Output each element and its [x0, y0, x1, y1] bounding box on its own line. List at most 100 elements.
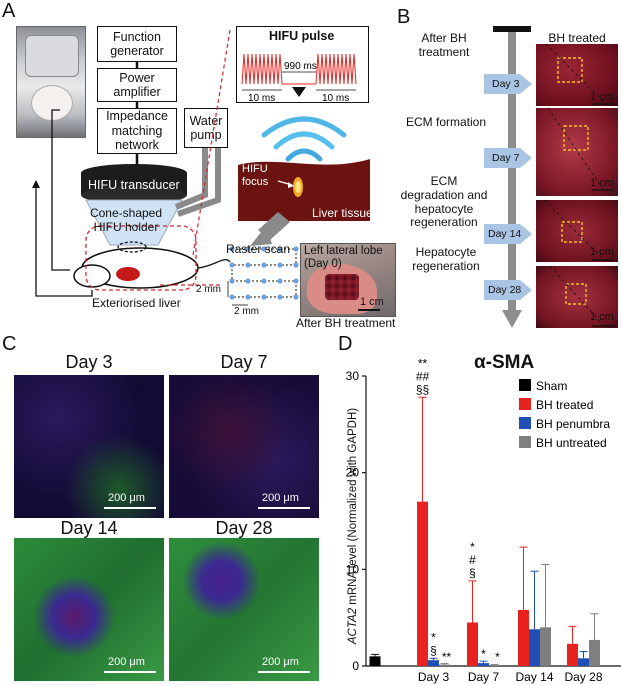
b-scale-day14: 1 cm [590, 246, 614, 258]
y-tick-label: 0 [352, 659, 359, 673]
hifu-transducer-label: HIFU transducer [88, 178, 180, 192]
x-tick-label: Day 28 [564, 670, 602, 684]
power-amplifier-box: Power amplifier [97, 68, 177, 102]
b-stage-ecm-degradation: ECM degradation and hepatocyte regenerat… [400, 174, 488, 230]
legend-swatch-3 [519, 436, 531, 448]
sig-day3-untreated: ** [442, 650, 452, 664]
cone-holder-label: Cone-shaped HIFU holder [89, 206, 163, 234]
raster-scan-diagram [227, 246, 299, 306]
b-day-7: Day 7 [492, 152, 520, 164]
b-header-left: After BH treatment [418, 31, 470, 59]
hifu-focus-illustration [238, 116, 370, 221]
b-day-28: Day 28 [488, 284, 522, 296]
setup-photo [16, 26, 86, 138]
chart-title: α-SMA [474, 352, 535, 373]
bar-bh-untreated-day-7 [489, 665, 500, 666]
b-scale-day28: 1 cm [590, 311, 614, 323]
water-pump-box: Water pump [184, 108, 228, 148]
sig-day3-penumbra-1: * [431, 630, 436, 644]
bar-sham [369, 656, 381, 666]
hifu-pulse-box: HIFU pulse [236, 26, 369, 103]
panel-b-label: B [397, 6, 411, 28]
b-stage-hepatocyte: Hepatocyte regeneration [412, 245, 480, 273]
legend-label-2: BH penumbra [536, 417, 610, 431]
bar-bh-treated-day-14 [518, 609, 529, 666]
bar-bh-untreated-day-3 [439, 664, 450, 666]
legend-swatch-0 [519, 379, 531, 391]
function-generator-box: Function generator [97, 26, 177, 62]
liver-photo-day14 [536, 200, 618, 262]
pulse-waveform: 990 ms 10 ms 10 ms [241, 53, 357, 103]
panel-d-label: D [338, 333, 353, 355]
y-tick-label: 20 [346, 466, 360, 480]
bar-bh-penumbra-day-3 [428, 660, 439, 666]
panel-a-diagram [32, 29, 231, 297]
liver-tissue-label: Liver tissue [312, 206, 373, 220]
micrograph-day7 [169, 375, 319, 518]
hifu-pulse-title: HIFU pulse [269, 29, 335, 43]
b-day-tags [484, 74, 532, 300]
x-tick-label: Day 7 [468, 670, 500, 684]
y-tick-label: 30 [346, 369, 360, 383]
after-bh-label: After BH treatment [296, 316, 396, 330]
b-scale-day7: 1 cm [590, 177, 614, 189]
raster-scan-label: Raster scan [226, 242, 291, 256]
c-scalebar-day14 [104, 671, 156, 673]
bar-bh-treated-day-7 [467, 622, 478, 666]
pulse-width-2: 10 ms [322, 93, 349, 103]
legend-swatch-2 [519, 417, 531, 429]
raster-dim-h: 2 mm [234, 306, 259, 317]
bar-bh-penumbra-day-7 [478, 663, 489, 666]
b-day-3: Day 3 [492, 78, 520, 90]
raster-dim-v: 2 mm [196, 284, 221, 295]
legend-swatch-1 [519, 398, 531, 410]
photo-scale-label: 1 cm [360, 296, 384, 308]
panel-a-label: A [2, 0, 16, 22]
panel-c-label: C [2, 333, 17, 355]
sig-day7-untreated: * [495, 650, 500, 664]
sig-day3-treated-1: ** [418, 356, 428, 370]
sig-day3-penumbra-2: § [430, 643, 437, 657]
bar-bh-treated-day-3 [417, 501, 428, 666]
sig-day7-treated-3: § [469, 566, 476, 580]
bar-bh-penumbra-day-28 [578, 658, 589, 666]
c-scalebar-day28 [258, 671, 310, 673]
c-scale-day7: 200 μm [262, 492, 299, 504]
c-title-day3: Day 3 [65, 352, 113, 372]
y-tick-label: 10 [346, 562, 360, 576]
exteriorised-liver-label: Exteriorised liver [92, 296, 181, 310]
micrograph-day28 [169, 538, 319, 681]
legend-label-0: Sham [536, 379, 567, 393]
sig-day3-treated-3: §§ [416, 382, 429, 396]
bar-bh-penumbra-day-14 [529, 629, 540, 666]
photo-scale-bar [358, 309, 380, 311]
bar-bh-untreated-day-28 [589, 639, 600, 666]
timeline [493, 26, 531, 328]
x-tick-label: Day 3 [418, 670, 450, 684]
c-scale-day3: 200 μm [108, 492, 145, 504]
micrograph-day3 [14, 375, 164, 518]
hifu-focus-label: HIFU focus [242, 163, 269, 188]
micrograph-day14 [14, 538, 164, 681]
after-bh-photo [300, 243, 396, 317]
scan-arrow [250, 212, 290, 246]
bar-bh-untreated-day-14 [540, 627, 551, 666]
pulse-width-1: 10 ms [248, 93, 275, 103]
pulse-gap-label: 990 ms [284, 61, 317, 72]
liver-photo-day7 [536, 108, 618, 196]
c-scalebar-day7 [258, 507, 310, 509]
x-tick-label: Day 14 [515, 670, 553, 684]
b-day-14: Day 14 [488, 228, 522, 240]
lobe-label: Left lateral lobe (Day 0) [304, 245, 383, 271]
c-scalebar-day3 [104, 507, 156, 509]
liver-photo-day28 [536, 266, 618, 328]
c-title-day28: Day 28 [215, 518, 273, 538]
c-title-day7: Day 7 [220, 352, 268, 372]
sig-day7-penumbra: * [481, 647, 486, 661]
c-title-day14: Day 14 [60, 518, 118, 538]
impedance-matching-box: Impedance matching network [97, 108, 177, 154]
bar-bh-treated-day-28 [567, 643, 578, 666]
b-stage-ecm-formation: ECM formation [405, 115, 487, 129]
b-scale-day3: 1 cm [590, 91, 614, 103]
